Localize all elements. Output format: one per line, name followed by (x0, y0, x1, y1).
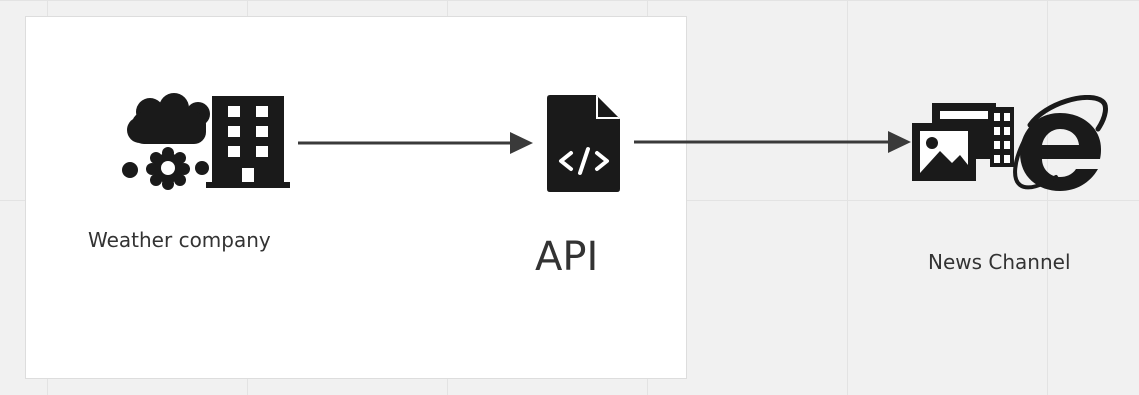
media-browser-icon (910, 95, 1110, 195)
api-label: API (535, 234, 599, 280)
code-file-icon (546, 95, 622, 193)
group-frame (25, 16, 687, 379)
arrow-api-to-news (634, 131, 911, 153)
arrow-weather-to-api (298, 132, 533, 154)
cloud-building-icon (118, 92, 293, 192)
news-channel-label: News Channel (928, 250, 1071, 274)
weather-company-label: Weather company (88, 228, 271, 252)
